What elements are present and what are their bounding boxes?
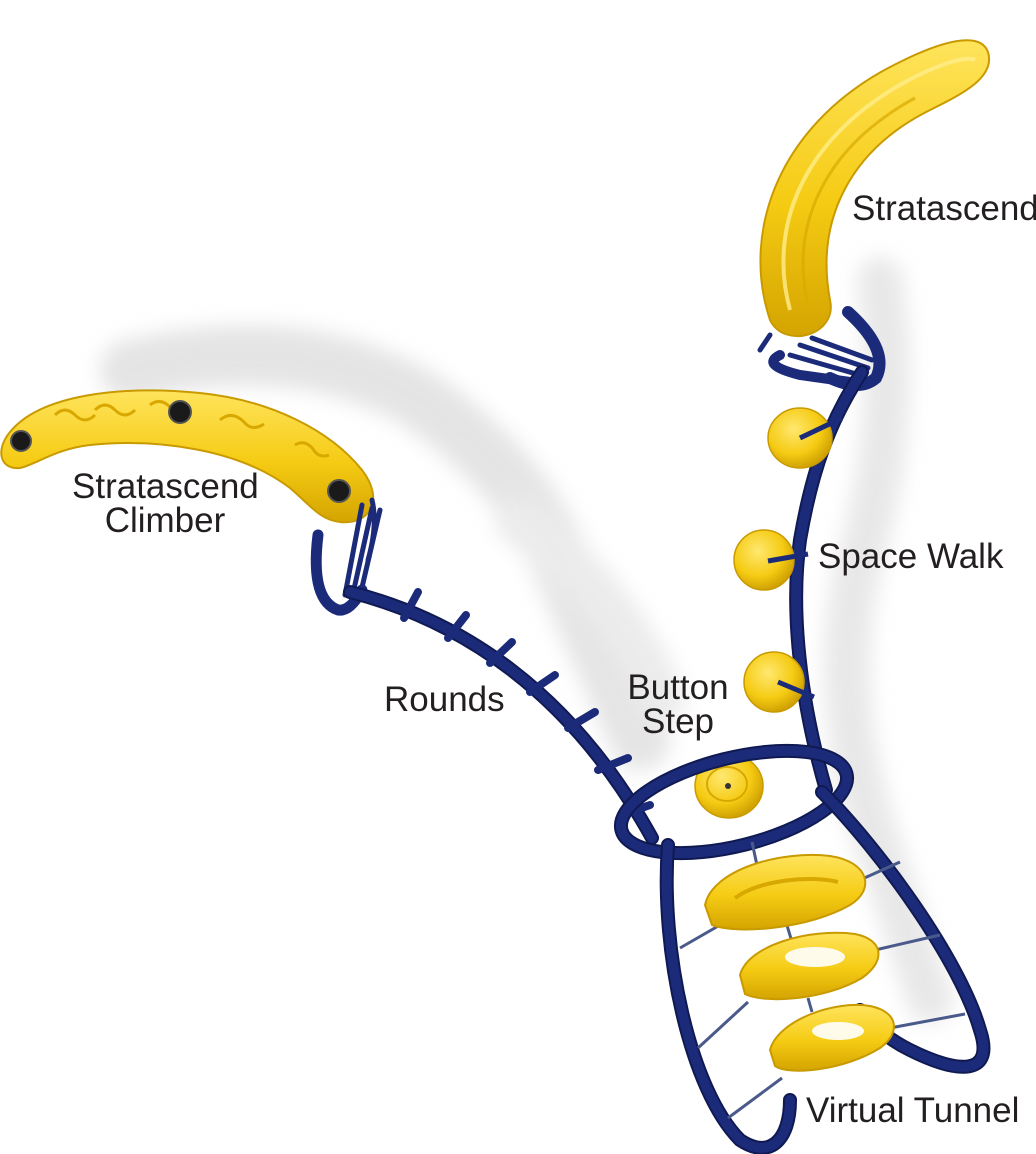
label-stratascend: Stratascend [852,189,1036,228]
button-step [694,753,764,819]
label-stratascend-climber: Stratascend Climber [72,467,259,540]
stratascend-climber-panel [0,389,375,524]
tunnel-top-ring [613,743,855,861]
stratascend-panel [759,39,991,337]
rounds-bar [343,585,659,845]
label-button-step: Button Step [622,668,734,741]
label-rounds: Rounds [384,680,505,719]
climber-holds [53,400,330,458]
space-walk-balls [733,407,844,713]
label-button-step-line1: Button [627,668,729,707]
tunnel-holds [703,854,895,1072]
label-space-walk: Space Walk [818,537,1004,576]
label-stratascend-climber-line2: Climber [104,501,226,540]
label-button-step-line2: Step [642,702,714,741]
climber-bolt-heads [10,400,351,503]
ground-shadow [100,257,953,1023]
climber-mount [310,497,383,616]
label-virtual-tunnel: Virtual Tunnel [806,1091,1020,1130]
label-stratascend-climber-line1: Stratascend [72,467,259,506]
rounds-rungs [400,588,654,819]
